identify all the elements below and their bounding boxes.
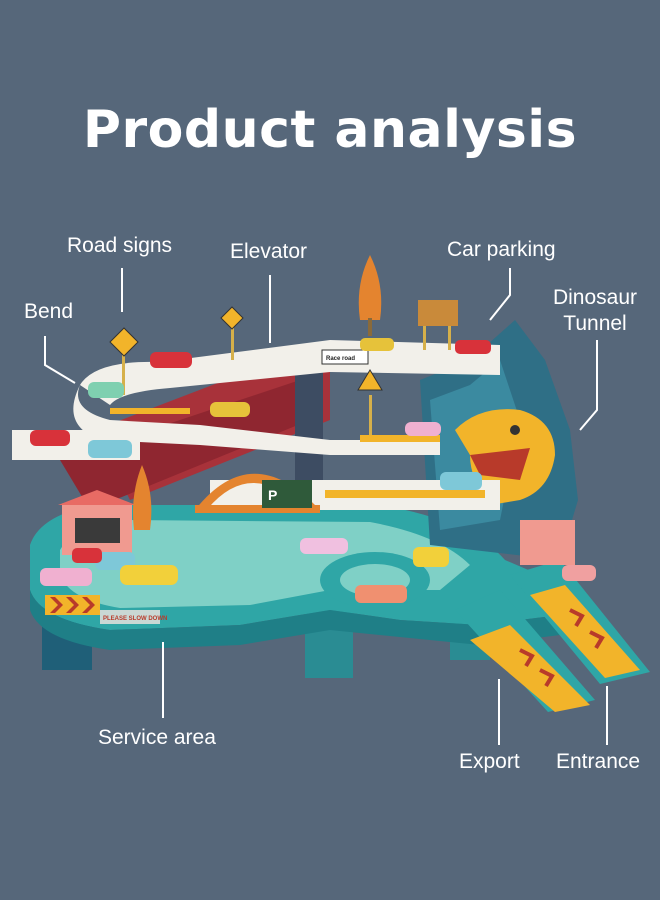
middle-track	[73, 385, 441, 455]
parking-sign-text: P	[268, 487, 277, 503]
dinosaur-tunnel-label-line2: Tunnel	[563, 312, 627, 335]
export-label: Export	[459, 750, 520, 773]
toy-cars	[30, 338, 596, 603]
service-area-label: Service area	[98, 726, 216, 749]
road-signs-label: Road signs	[67, 234, 173, 257]
elevator-label: Elevator	[230, 240, 308, 263]
car-parking-label: Car parking	[447, 238, 556, 261]
road-signs: Race road P	[109, 300, 458, 508]
parking-building	[520, 520, 575, 565]
bend-label: Bend	[24, 300, 74, 323]
dinosaur-tunnel-label: Dinosaur Tunnel	[545, 285, 645, 337]
page-title: Product analysis	[82, 100, 578, 160]
upper-track	[80, 340, 500, 405]
tree-top	[358, 255, 382, 320]
race-road-sign-text: Race road	[326, 356, 355, 362]
dinosaur-tunnel-label-line1: Dinosaur	[552, 286, 638, 309]
entrance-label: Entrance	[556, 750, 641, 773]
slow-down-sign-text: PLEASE SLOW DOWN	[103, 616, 167, 622]
tree-left	[133, 465, 152, 530]
